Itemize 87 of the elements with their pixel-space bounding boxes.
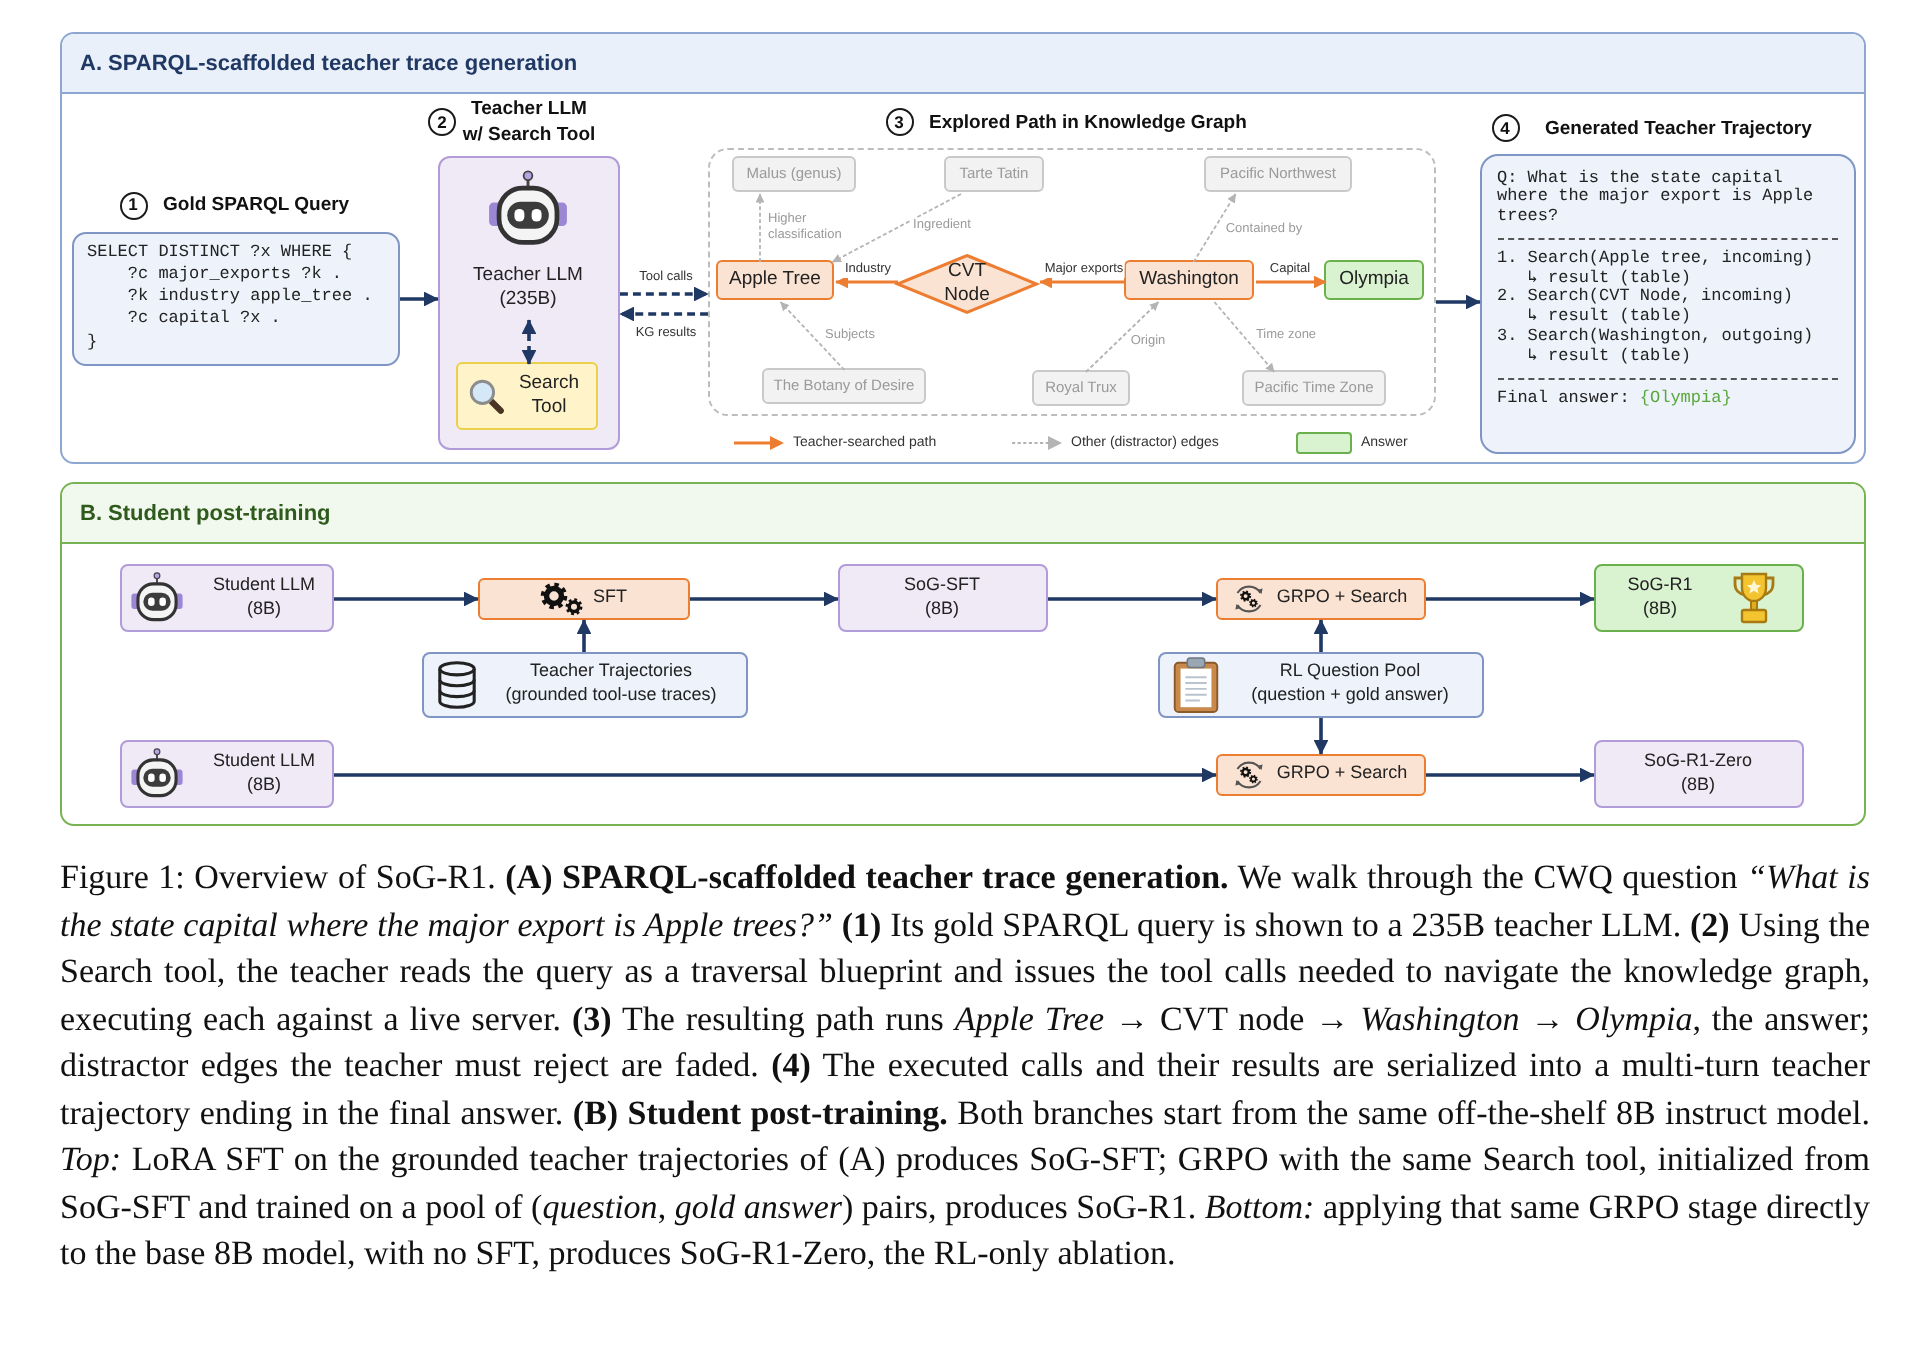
node-label: RL Question Pool (question + gold answer) bbox=[1249, 660, 1451, 708]
step-heading: Explored Path in Knowledge Graph bbox=[929, 109, 1247, 135]
process-box bbox=[477, 577, 689, 619]
node-label: Apple Tree bbox=[729, 267, 821, 293]
arrow bbox=[1313, 718, 1329, 755]
dashed-arrow bbox=[779, 301, 846, 371]
process-box bbox=[1215, 577, 1425, 619]
model-card bbox=[1593, 563, 1803, 631]
node-label: SoG-R1 (8B) bbox=[1625, 573, 1695, 621]
panel bbox=[60, 482, 1866, 826]
trajectory-line: ↳ result (table) bbox=[1525, 308, 1693, 327]
code-line: SELECT DISTINCT ?x WHERE { bbox=[87, 241, 355, 264]
trajectory-question: Q: What is the state capital where the major export is Apple trees? bbox=[1497, 169, 1816, 228]
arrow bbox=[1426, 767, 1595, 783]
step-heading: Teacher LLM w/ Search Tool bbox=[460, 95, 598, 147]
trajectory-line: 3. Search(Washington, outgoing) bbox=[1497, 328, 1816, 347]
model-card bbox=[837, 563, 1047, 631]
code-line: } bbox=[87, 331, 100, 354]
node-label: Student LLM (8B) bbox=[210, 749, 318, 797]
node-label: SoG-SFT (8B) bbox=[901, 573, 982, 621]
arrow bbox=[690, 591, 839, 607]
code-line: ?k industry apple_tree . bbox=[125, 286, 375, 309]
panel-header: B. Student post-training bbox=[62, 484, 1864, 544]
entity-node bbox=[1242, 370, 1386, 406]
dashed-arrow bbox=[1213, 301, 1276, 373]
trajectory-line: Final answer: bbox=[1497, 389, 1630, 409]
entity-node bbox=[732, 156, 856, 192]
node-label: SFT bbox=[593, 586, 627, 610]
model-card bbox=[119, 563, 333, 631]
node-label: Search Tool bbox=[516, 371, 582, 421]
node-label: GRPO + Search bbox=[1276, 762, 1408, 786]
node-label: Washington bbox=[1139, 267, 1239, 293]
node-label: Teacher LLM (235B) bbox=[471, 263, 585, 313]
model-card bbox=[119, 739, 333, 807]
arrow bbox=[576, 619, 592, 652]
tool-box bbox=[456, 362, 598, 430]
entity-node bbox=[716, 260, 834, 300]
arrow bbox=[334, 767, 1217, 783]
answer-node bbox=[1324, 260, 1424, 300]
arrow bbox=[1039, 275, 1126, 289]
entity-node bbox=[1204, 156, 1352, 192]
trajectory-line: 1. Search(Apple tree, incoming) bbox=[1497, 249, 1816, 269]
node-label: Teacher Trajectories (grounded tool-use traces) bbox=[503, 660, 719, 708]
node-label: CVT Node bbox=[942, 259, 992, 309]
step-heading: Generated Teacher Trajectory bbox=[1545, 115, 1812, 141]
decision-diamond bbox=[896, 254, 1038, 314]
node-label: Olympia bbox=[1339, 267, 1409, 293]
figure-caption: Figure 1: Overview of SoG-R1. (A) SPARQL-scaffolded teacher trace generation. We walk through the CWQ question “What is the state capital where the major export is Apple trees?” (1) Its gold SPARQL query is shown to a 235B teacher LLM. (2) Using the Search tool, the teacher reads the query as a traversal blueprint and issues the tool calls needed to navigate the knowledge graph, executing each against a live server. (3) The resulting path runs Apple Tree → CVT node → Washington → Olympia, the answer; distractor edges the teacher must reject are faded. (4) The executed calls and their results are serialized into a multi-turn teacher trajectory ending in the final answer. (B) Student post-training. Both branches start from the same off-the-shelf 8B instruct model. Top: LoRA SFT on the grounded teacher trajectories of (A) produces SoG-SFT; GRPO with the same Search tool, initialized from SoG-SFT and trained on a pool of (question, gold answer) pairs, produces SoG-R1. Bottom: applying that same GRPO stage directly to the base 8B model, with no SFT, produces SoG-R1-Zero, the RL-only ablation. bbox=[60, 856, 1870, 1276]
step-number: 3 bbox=[885, 108, 913, 136]
step-number: 4 bbox=[1491, 114, 1519, 142]
node-label: SoG-R1-Zero (8B) bbox=[1641, 749, 1754, 797]
step-heading: Gold SPARQL Query bbox=[163, 191, 350, 217]
arrow bbox=[835, 275, 898, 289]
process-box bbox=[1215, 753, 1425, 795]
step-number: 1 bbox=[119, 191, 147, 219]
data-source-box bbox=[1157, 651, 1483, 717]
trajectory-line: 2. Search(CVT Node, incoming) bbox=[1497, 288, 1795, 307]
code-line: ?c major_exports ?k . bbox=[125, 263, 345, 287]
arrow bbox=[1436, 294, 1481, 310]
arrow bbox=[1313, 619, 1329, 652]
panel bbox=[60, 32, 1866, 464]
entity-node bbox=[1032, 370, 1130, 406]
dashed-arrow bbox=[619, 306, 708, 322]
code-line: ?c capital ?x . bbox=[125, 308, 283, 332]
arrow bbox=[1426, 591, 1595, 607]
data-source-box bbox=[421, 651, 747, 717]
node-label: Student LLM (8B) bbox=[210, 573, 318, 621]
answer-value: {Olympia} bbox=[1639, 389, 1732, 409]
arrow bbox=[334, 591, 479, 607]
dashed-arrow bbox=[1192, 193, 1237, 263]
trajectory-line: ↳ result (table) bbox=[1525, 269, 1693, 288]
trajectory-line: ↳ result (table) bbox=[1525, 347, 1693, 368]
dashed-arrow bbox=[620, 286, 709, 302]
entity-node bbox=[944, 156, 1044, 192]
step-number: 2 bbox=[428, 108, 456, 136]
model-card bbox=[1593, 739, 1803, 807]
dashed-arrow bbox=[1085, 301, 1160, 373]
arrow bbox=[400, 291, 439, 307]
node-label: GRPO + Search bbox=[1276, 586, 1408, 610]
entity-node bbox=[762, 368, 926, 404]
entity-node bbox=[1124, 260, 1254, 300]
dashed-arrow bbox=[755, 193, 765, 263]
dashed-arrow bbox=[831, 193, 962, 263]
arrow bbox=[1256, 275, 1327, 289]
panel-header: A. SPARQL-scaffolded teacher trace generation bbox=[62, 34, 1864, 94]
double-dashed-arrow bbox=[521, 319, 537, 365]
arrow bbox=[1048, 591, 1217, 607]
